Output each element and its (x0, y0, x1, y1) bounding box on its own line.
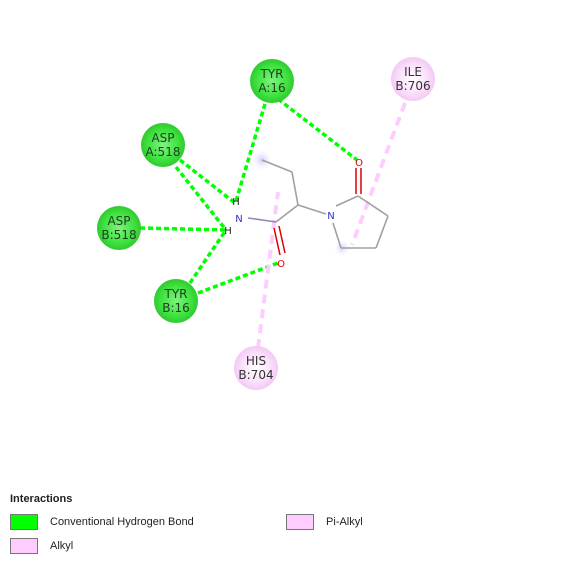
legend-label-hbond: Conventional Hydrogen Bond (50, 516, 194, 528)
residue-tyr-b16: TYR B:16 (154, 279, 198, 323)
legend-swatch-hbond (10, 514, 38, 530)
interaction-diagram: H H N O N O TYR A:16 ASP A:518 ASP B:518… (97, 57, 435, 390)
residue-asp-a518: ASP A:518 (141, 123, 185, 167)
legend-item-alkyl: Alkyl (10, 538, 73, 554)
legend-item-hbond: Conventional Hydrogen Bond (10, 514, 194, 530)
atom-o-ring: O (355, 158, 363, 169)
pi-alkyl-line-his-b704 (256, 191, 280, 349)
legend-label-pi-alkyl: Pi-Alkyl (326, 516, 363, 528)
atom-h2: H (224, 226, 232, 237)
bond-c1-c2 (261, 159, 293, 173)
residue-node-asp-b518 (97, 206, 141, 250)
residue-name: TYR (164, 287, 188, 301)
legend-swatch-alkyl (10, 538, 38, 554)
residue-chain: A:518 (146, 145, 181, 159)
atom-n-ring: N (327, 211, 334, 222)
ligand-structure (247, 159, 389, 256)
atom-o-amide: O (277, 259, 285, 270)
residue-name: TYR (260, 67, 284, 81)
hbond-line-tyr-a16-h1 (234, 103, 267, 202)
residue-name: HIS (246, 354, 266, 368)
atom-n-amide: N (235, 214, 242, 225)
bond-c3ring-c4ring (375, 215, 389, 249)
atom-h1: H (232, 197, 240, 208)
legend-swatch-pi-alkyl (286, 514, 314, 530)
hbond-line-tyr-a16-o-ring (276, 97, 359, 162)
residue-chain: B:706 (395, 79, 430, 93)
residue-chain: B:16 (162, 301, 190, 315)
hbond-line-asp-a518-h1 (178, 158, 237, 205)
legend-item-pi-alkyl: Pi-Alkyl (286, 514, 363, 530)
bond-calpha-nring (297, 204, 327, 215)
residue-node-tyr-b16 (154, 279, 198, 323)
residue-node-tyr-a16 (250, 59, 294, 103)
residue-node-asp-a518 (141, 123, 185, 167)
hbond-line-asp-a518-h2 (174, 165, 228, 232)
residue-chain: A:16 (258, 81, 285, 95)
legend: Interactions Conventional Hydrogen Bond … (10, 493, 555, 559)
residue-name: ASP (107, 214, 130, 228)
bond-c2ring-c3ring (357, 195, 389, 217)
residue-tyr-a16: TYR A:16 (250, 59, 294, 103)
residue-asp-b518: ASP B:518 (97, 206, 141, 250)
legend-label-alkyl: Alkyl (50, 540, 74, 552)
residue-node-ile-b706 (391, 57, 435, 101)
bond-ccarbonyl-o-b (278, 225, 286, 254)
residue-name: ILE (404, 65, 422, 79)
residue-chain: B:704 (238, 368, 273, 382)
residue-his-b704: HIS B:704 (234, 346, 278, 390)
interaction-lines (139, 97, 407, 349)
residue-name: ASP (151, 131, 174, 145)
residue-node-his-b704 (234, 346, 278, 390)
bond-nring-c2ring (335, 195, 359, 207)
alkyl-line-ile-b706 (350, 102, 407, 246)
bond-ccarbonyl-o-a (273, 227, 281, 256)
hbond-line-tyr-b16-o-amide (197, 261, 279, 295)
bond-c2-calpha (291, 171, 299, 206)
residue-chain: B:518 (101, 228, 136, 242)
bond-c5ring-nring (332, 222, 342, 249)
hbond-line-tyr-b16-h2 (188, 229, 228, 284)
residue-ile-b706: ILE B:706 (391, 57, 435, 101)
bond-calpha-ccarbonyl (275, 204, 299, 223)
hbond-line-asp-b518-h2 (139, 226, 227, 232)
bond-ccarbonyl-n (247, 217, 277, 223)
legend-title: Interactions (10, 493, 73, 505)
